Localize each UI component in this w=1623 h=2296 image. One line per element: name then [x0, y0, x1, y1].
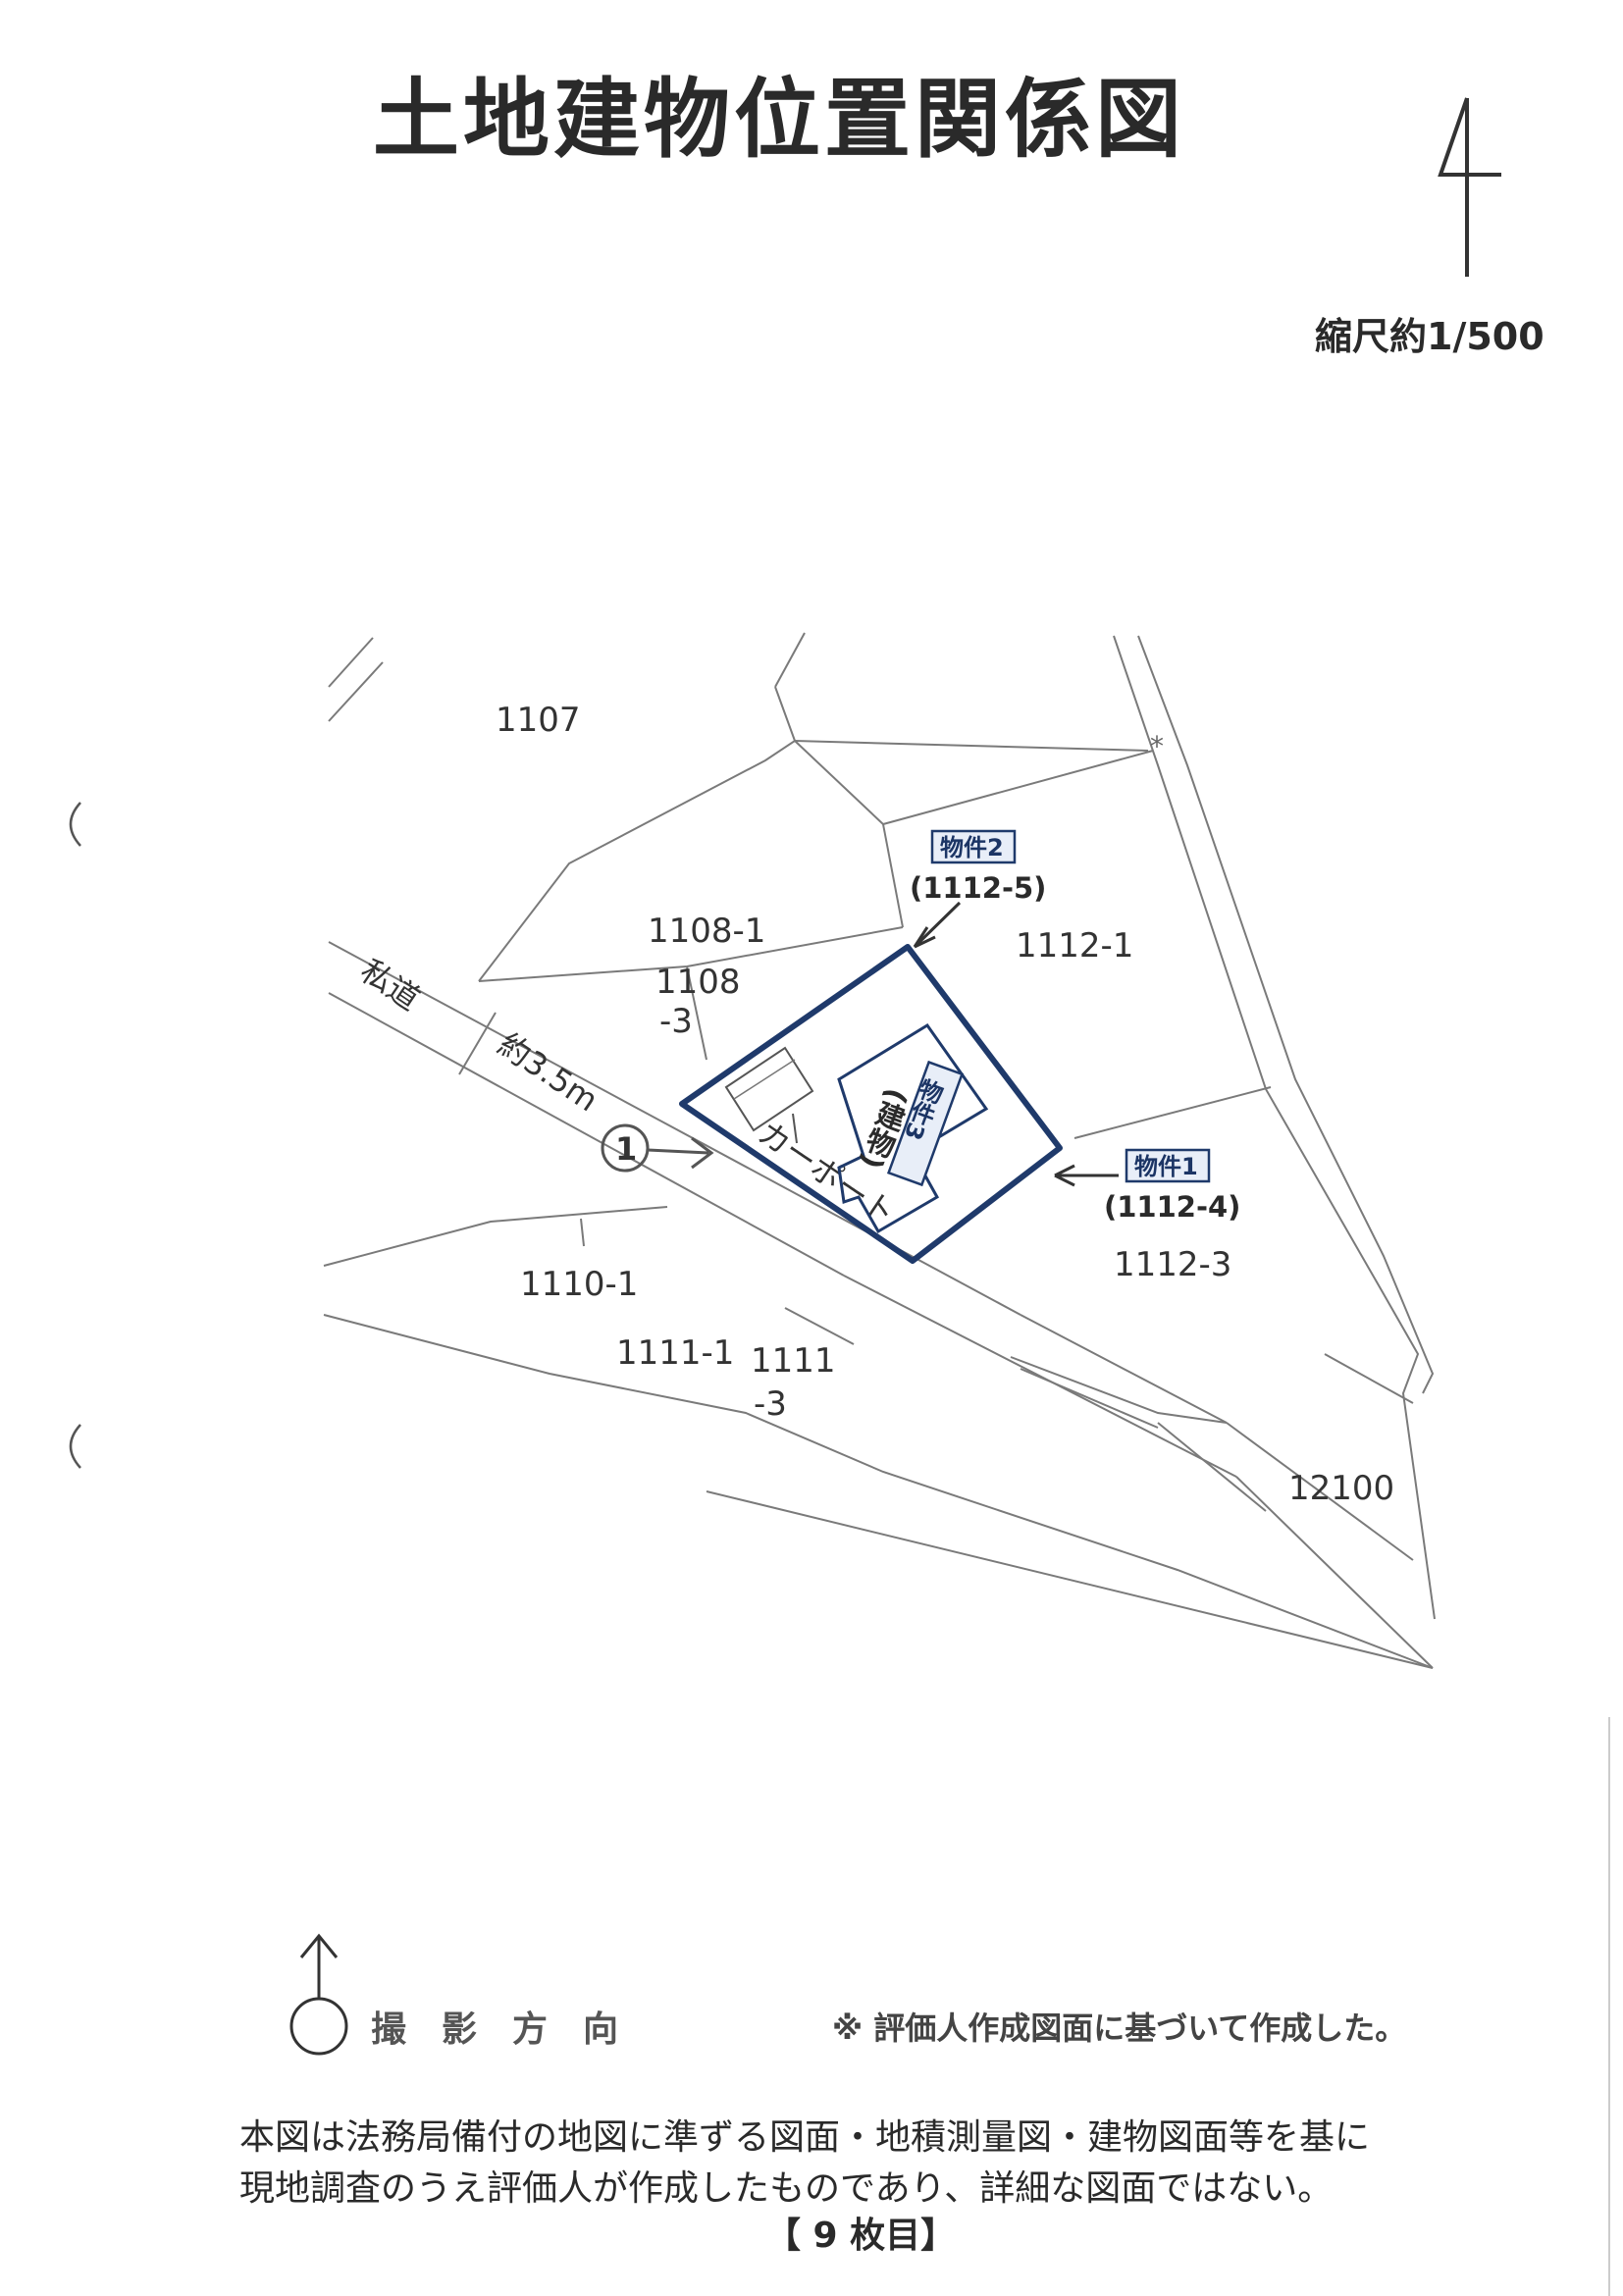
property-2-callout: 物件2 (1112-5)	[910, 829, 1046, 949]
page-label: 【 9 枚目】	[765, 2216, 956, 2256]
lot-12100: 12100	[1288, 1469, 1394, 1508]
lot-1112-3: 1112-3	[1114, 1245, 1231, 1284]
carport-arrow-icon	[792, 1113, 798, 1144]
lot-1110-1: 1110-1	[520, 1265, 638, 1304]
property-3-label: 物件3 (建物)	[855, 1060, 965, 1187]
footer-line-2: 現地調査のうえ評価人が作成したものであり、詳細な図面ではない。	[239, 2168, 1333, 2209]
asterisk-mark: *	[1150, 730, 1164, 762]
photo-point-number: 1	[615, 1130, 637, 1168]
document-title: 土地建物位置関係図	[373, 69, 1185, 170]
building-outline	[837, 1022, 989, 1234]
photo-point-marker: 1	[601, 1123, 714, 1173]
lot-1108-3-line1: 1108	[655, 963, 741, 1002]
binder-hole-top	[69, 802, 81, 847]
photo-direction-label: 撮 影 方 向	[371, 2009, 618, 2050]
binder-hole-bottom	[69, 1424, 81, 1469]
north-mark-label: 4	[1570, 58, 1572, 60]
property-1-lot: (1112-4)	[1104, 1190, 1240, 1224]
north-arrow-icon	[1438, 97, 1501, 277]
lot-1112-1: 1112-1	[1016, 926, 1133, 965]
lot-1111-3-line1: 1111	[751, 1341, 836, 1381]
lot-1107: 1107	[496, 701, 581, 740]
property-1-badge: 物件1	[1134, 1153, 1198, 1180]
property-boundary	[679, 944, 1063, 1264]
source-note: ※ 評価人作成図面に基づいて作成した。	[832, 2009, 1406, 2047]
property-2-lot: (1112-5)	[910, 871, 1046, 905]
lot-1108-3-line2: -3	[659, 1002, 693, 1041]
lot-1111-3-line2: -3	[754, 1384, 787, 1424]
parcel-lines: *	[323, 632, 1436, 1669]
photo-direction-icon	[289, 1933, 348, 2056]
property-2-badge: 物件2	[940, 834, 1004, 861]
footer-line-1: 本図は法務局備付の地図に準ずる図面・地積測量図・建物図面等を基に	[239, 2117, 1370, 2158]
carport	[724, 1046, 814, 1132]
lot-1108-1: 1108-1	[648, 912, 765, 951]
property-1-callout: 物件1 (1112-4)	[1054, 1148, 1240, 1224]
scale-label: 縮尺約1/500	[1315, 315, 1544, 358]
lot-1111-1: 1111-1	[616, 1333, 734, 1373]
road-width-label: 約3.5m	[492, 1025, 605, 1119]
